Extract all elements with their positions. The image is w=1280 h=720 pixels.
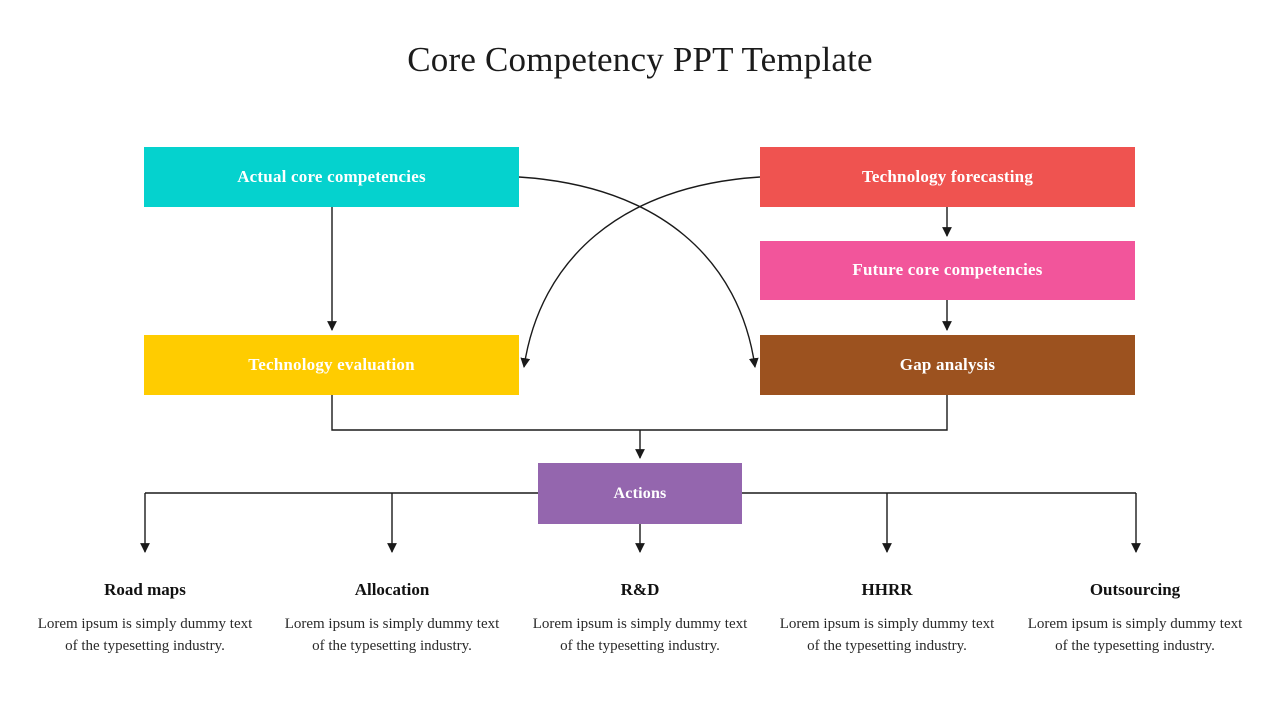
node-actions-label: Actions xyxy=(613,484,667,502)
outcome-description: Lorem ipsum is simply dummy text of the … xyxy=(779,616,995,654)
outcome-column: Road maps Lorem ipsum is simply dummy te… xyxy=(30,578,260,657)
node-technology-evaluation-label: Technology evaluation xyxy=(248,354,415,374)
outcome-description: Lorem ipsum is simply dummy text of the … xyxy=(532,616,748,654)
node-technology-forecasting-label: Technology forecasting xyxy=(861,166,1034,186)
outcome-title: HHRR xyxy=(861,580,913,599)
node-actions[interactable]: Actions xyxy=(538,463,742,524)
edge-actual-to-gap xyxy=(518,176,759,368)
node-gap-analysis[interactable]: Gap analysis xyxy=(760,335,1135,395)
outcome-description: Lorem ipsum is simply dummy text of the … xyxy=(1027,616,1243,654)
node-future-core-competencies[interactable]: Future core competencies xyxy=(760,241,1135,300)
outcome-description: Lorem ipsum is simply dummy text of the … xyxy=(284,616,500,654)
outcome-title: R&D xyxy=(620,580,660,599)
outcome-description: Lorem ipsum is simply dummy text of the … xyxy=(37,616,253,654)
edge-evaluation-to-merge xyxy=(331,395,640,431)
page-title: Core Competency PPT Template xyxy=(407,40,873,79)
outcome-column: Allocation Lorem ipsum is simply dummy t… xyxy=(277,578,507,657)
node-actual-core-competencies-label: Actual core competencies xyxy=(237,166,426,186)
node-technology-evaluation[interactable]: Technology evaluation xyxy=(144,335,519,395)
node-technology-forecasting[interactable]: Technology forecasting xyxy=(760,147,1135,207)
node-actual-core-competencies[interactable]: Actual core competencies xyxy=(144,147,519,207)
node-future-core-competencies-label: Future core competencies xyxy=(852,260,1043,280)
outcome-column: Outsourcing Lorem ipsum is simply dummy … xyxy=(1020,578,1250,657)
edge-gap-to-merge xyxy=(640,395,948,431)
outcome-title: Allocation xyxy=(354,580,430,599)
node-gap-analysis-label: Gap analysis xyxy=(899,354,996,374)
outcome-column: R&D Lorem ipsum is simply dummy text of … xyxy=(525,578,755,657)
edge-forecast-to-evaluation xyxy=(520,176,761,368)
outcome-column: HHRR Lorem ipsum is simply dummy text of… xyxy=(772,578,1002,657)
outcome-title: Road maps xyxy=(104,580,186,599)
outcome-title: Outsourcing xyxy=(1089,580,1181,599)
